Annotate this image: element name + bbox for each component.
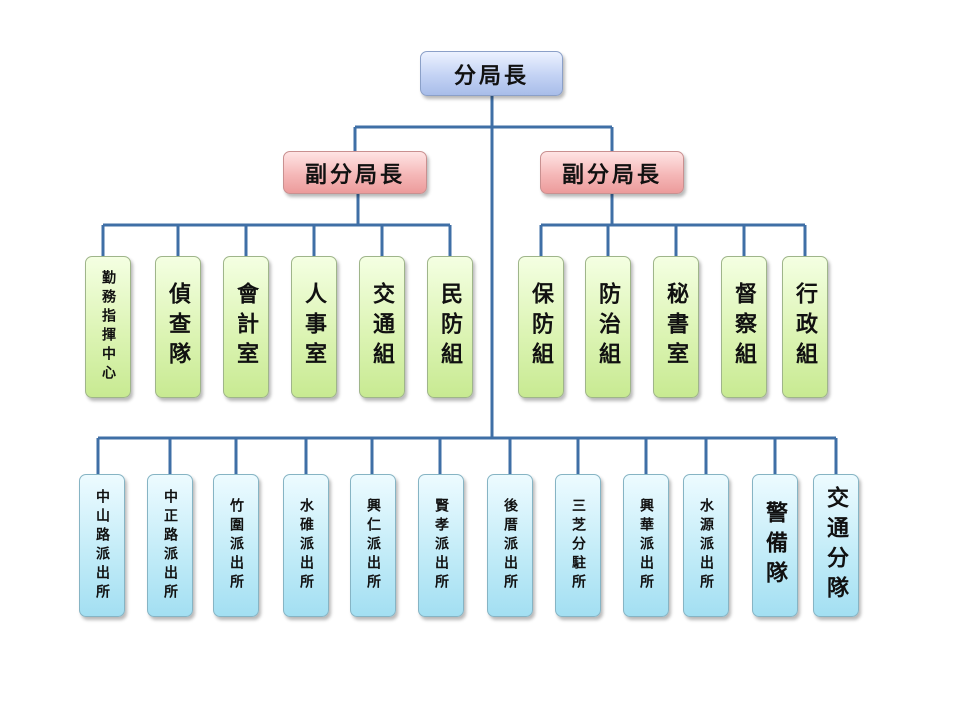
- unit-label: 督察組: [731, 282, 757, 372]
- chief-label: 分局長: [453, 62, 529, 89]
- unit-box-traffic: 交通組: [359, 256, 405, 398]
- unit-label: 勤務指揮中心: [100, 270, 116, 384]
- station-box-xingren: 興仁派出所: [350, 474, 396, 617]
- station-box-houcuo: 後厝派出所: [487, 474, 533, 617]
- station-label: 興仁派出所: [365, 498, 381, 593]
- station-box-xinghua: 興華派出所: [623, 474, 669, 617]
- unit-label: 秘書室: [663, 282, 689, 372]
- station-box-zhongzheng: 中正路派出所: [147, 474, 193, 617]
- station-label: 水源派出所: [698, 498, 714, 593]
- unit-label: 會計室: [233, 282, 259, 372]
- unit-label: 保防組: [528, 282, 554, 372]
- station-label: 竹圍派出所: [228, 498, 244, 593]
- deputy-box-left: 副分局長: [283, 151, 427, 194]
- station-label: 後厝派出所: [502, 498, 518, 593]
- station-label: 中山路派出所: [94, 488, 110, 603]
- unit-label: 人事室: [301, 282, 327, 372]
- station-label: 三芝分駐所: [570, 498, 586, 593]
- station-label: 水碓派出所: [298, 498, 314, 593]
- deputy-label: 副分局長: [304, 161, 405, 188]
- unit-box-inspection: 督察組: [721, 256, 767, 398]
- unit-label: 偵查隊: [165, 282, 191, 372]
- station-box-traffic-squad: 交通分隊: [813, 474, 859, 617]
- unit-label: 交通組: [369, 282, 395, 372]
- unit-label: 民防組: [437, 282, 463, 372]
- station-label: 警備隊: [762, 500, 788, 591]
- station-label: 交通分隊: [823, 485, 849, 606]
- unit-box-administration: 行政組: [782, 256, 828, 398]
- unit-box-prevention: 防治組: [585, 256, 631, 398]
- unit-box-command-center: 勤務指揮中心: [85, 256, 131, 398]
- unit-label: 行政組: [792, 282, 818, 372]
- station-label: 興華派出所: [638, 498, 654, 593]
- station-box-zhuwei: 竹圍派出所: [213, 474, 259, 617]
- station-label: 賢孝派出所: [433, 498, 449, 593]
- station-box-zhongshan: 中山路派出所: [79, 474, 125, 617]
- unit-box-accounting: 會計室: [223, 256, 269, 398]
- station-box-sanzhi: 三芝分駐所: [555, 474, 601, 617]
- station-box-xianxiao: 賢孝派出所: [418, 474, 464, 617]
- station-label: 中正路派出所: [162, 488, 178, 603]
- unit-box-secretariat: 秘書室: [653, 256, 699, 398]
- station-box-shuidui: 水碓派出所: [283, 474, 329, 617]
- unit-box-civil-defense: 民防組: [427, 256, 473, 398]
- unit-box-investigation: 偵查隊: [155, 256, 201, 398]
- unit-label: 防治組: [595, 282, 621, 372]
- deputy-label: 副分局長: [561, 161, 662, 188]
- unit-box-security: 保防組: [518, 256, 564, 398]
- station-box-guard-unit: 警備隊: [752, 474, 798, 617]
- station-box-shuiyuan: 水源派出所: [683, 474, 729, 617]
- unit-box-personnel: 人事室: [291, 256, 337, 398]
- chief-box: 分局長: [420, 51, 563, 96]
- deputy-box-right: 副分局長: [540, 151, 684, 194]
